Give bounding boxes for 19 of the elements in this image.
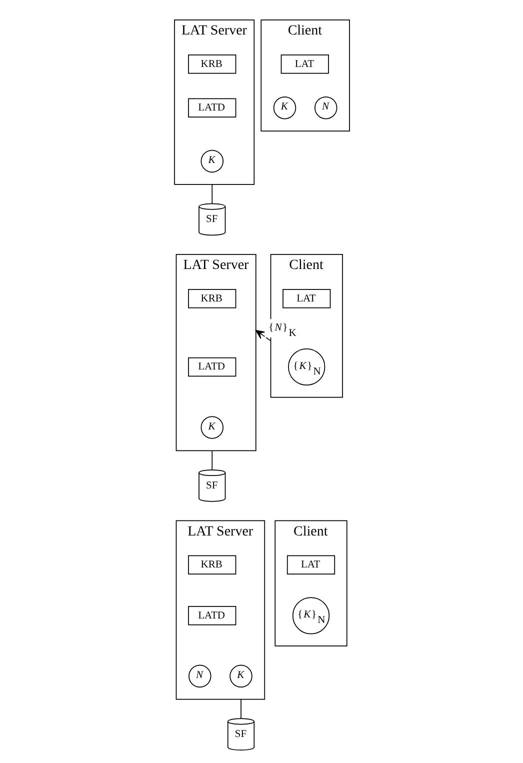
node-circle: K xyxy=(229,664,252,688)
node-box: LAT xyxy=(286,555,335,574)
node-box: LATD xyxy=(188,606,236,626)
node-circle: K xyxy=(272,96,296,120)
node-box: LAT xyxy=(282,288,330,308)
node-circle: N xyxy=(188,664,211,688)
arrow xyxy=(254,330,271,342)
node-box: LAT xyxy=(280,54,328,74)
node-circle: K xyxy=(200,150,223,173)
node-box: KRB xyxy=(188,288,236,308)
node-box: KRB xyxy=(188,54,236,74)
connector xyxy=(211,184,212,204)
node-box: KRB xyxy=(188,555,236,574)
node-circle: N xyxy=(314,96,337,120)
node-circle: K xyxy=(200,416,223,439)
node-box: LATD xyxy=(188,357,236,377)
connector xyxy=(211,450,212,470)
connector xyxy=(240,698,241,720)
node-box: LATD xyxy=(188,98,236,118)
